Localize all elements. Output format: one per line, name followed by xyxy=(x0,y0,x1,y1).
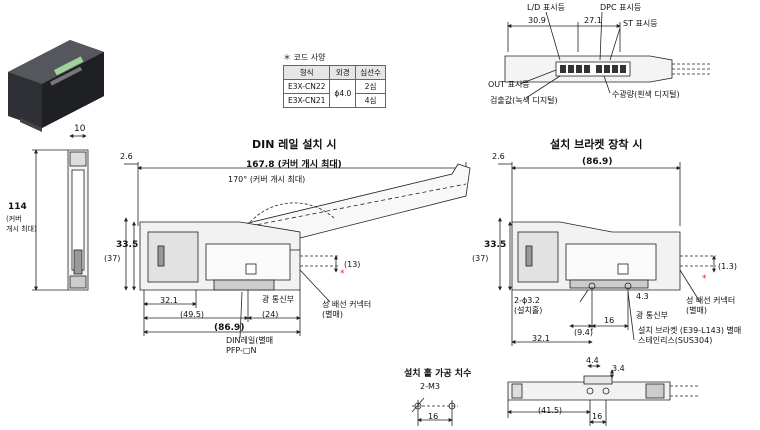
bracket-optical-label: 광 통신부 xyxy=(636,311,668,320)
bracket-dim-overall: (86.9) xyxy=(582,157,613,167)
bracket-dim-height-paren: (37) xyxy=(472,254,489,263)
hole-m3-label: 2-M3 xyxy=(420,382,440,391)
spec-table-header-cores: 심선수 xyxy=(355,65,386,80)
spec-table-header-row: 형식 외경 심선수 xyxy=(282,65,386,80)
out-indicator-label: OUT 표시등 xyxy=(488,80,530,89)
din-dim-right-small: (13) xyxy=(344,260,361,269)
spec-table: 형식 외경 심선수 E3X-CN22 ϕ4.0 2심 E3X-CN21 4심 xyxy=(282,65,386,108)
dim-27-1: 27.1 xyxy=(584,16,602,25)
din-dim-49-5: (49.5) xyxy=(180,310,205,319)
bracket-dim-9-4: (9.4) xyxy=(574,328,593,337)
table-row: E3X-CN21 4심 xyxy=(282,93,386,108)
bottom-dim-3-4: 3.4 xyxy=(612,364,625,373)
bottom-dim-4-4: 4.4 xyxy=(586,356,599,365)
bracket-dim-32-1: 32.1 xyxy=(532,334,550,343)
bracket-dim-4-3: 4.3 xyxy=(636,292,649,301)
bottom-dim-16: 16 xyxy=(592,412,603,421)
bracket-view-title: 설치 브라켓 장착 시 xyxy=(550,138,643,151)
bracket-connector-label: 성 배선 커넥터 (별매) xyxy=(686,296,736,315)
din-dim-24: (24) xyxy=(262,310,279,319)
dim-30-9: 30.9 xyxy=(528,16,546,25)
bracket-asterisk-marker: * xyxy=(702,274,707,284)
din-dim-overall: 167.8 (커버 개시 최대) xyxy=(246,160,342,170)
bracket-part-label: 설치 브라켓 (E39-L143) 별매 스테인리스(SUS304) xyxy=(638,326,742,345)
spec-table-header-diameter: 외경 xyxy=(329,65,357,80)
bracket-hole-label: 2-ϕ3.2 (설치홀) xyxy=(514,296,543,315)
spec-model-cell: E3X-CN21 xyxy=(282,93,331,108)
din-view-title: DIN 레일 설치 시 xyxy=(252,138,337,151)
spec-cores-cell: 4심 xyxy=(355,93,386,108)
ld-indicator-label: L/D 표시등 xyxy=(527,3,565,12)
side-width-dim: 10 xyxy=(74,124,86,134)
bracket-dim-right-small: (1.3) xyxy=(718,262,737,271)
side-view-drawing xyxy=(32,134,89,291)
din-optical-label: 광 통신부 xyxy=(262,295,294,304)
bracket-dim-16: 16 xyxy=(604,316,615,325)
top-view-drawing xyxy=(504,11,712,99)
din-rail-label: DIN레일(별매 PFP-□N xyxy=(226,336,274,355)
spec-model-cell: E3X-CN22 xyxy=(282,79,331,94)
spec-diameter-cell: ϕ4.0 xyxy=(329,79,357,108)
hole-view-drawing xyxy=(411,397,458,426)
hole-dim-16: 16 xyxy=(428,412,439,421)
receive-value-label: 수광량(흰색 디지털) xyxy=(612,90,680,99)
spec-table-header-model: 형식 xyxy=(282,65,331,80)
bottom-dim-41-5: (41.5) xyxy=(538,406,563,415)
bracket-dim-2-6: 2.6 xyxy=(492,152,505,161)
st-indicator-label: ST 표시등 xyxy=(623,19,658,28)
table-row: E3X-CN22 ϕ4.0 2심 xyxy=(282,79,386,108)
dpc-indicator-label: DPC 표시등 xyxy=(600,3,642,12)
product-photo xyxy=(8,40,104,132)
detect-value-label: 검출값(녹색 디지털) xyxy=(490,96,558,105)
side-height-note: (커버 개시 최대) xyxy=(6,215,37,233)
din-dim-angle: 170° (커버 개시 최대) xyxy=(228,175,306,184)
side-height-dim: 114 xyxy=(8,202,27,212)
bottom-bracket-drawing xyxy=(507,364,700,426)
din-view-drawing xyxy=(124,162,471,339)
spec-table-caption: ＊ 코드 사양 xyxy=(283,53,326,62)
hole-view-title: 설치 홀 가공 치수 xyxy=(404,369,472,379)
din-dim-height-paren: (37) xyxy=(104,254,121,263)
spec-cores-cell: 2심 xyxy=(355,79,386,94)
din-dim-86-9: (86.9) xyxy=(214,323,245,333)
din-dim-2-6: 2.6 xyxy=(120,152,133,161)
din-dim-height: 33.5 xyxy=(116,240,139,250)
bracket-view-drawing xyxy=(498,162,716,346)
din-dim-32-1: 32.1 xyxy=(160,296,178,305)
din-asterisk-marker: * xyxy=(340,269,345,279)
bracket-dim-height: 33.5 xyxy=(484,240,507,250)
din-connector-label: 성 배선 커넥터 (별매) xyxy=(322,300,372,319)
